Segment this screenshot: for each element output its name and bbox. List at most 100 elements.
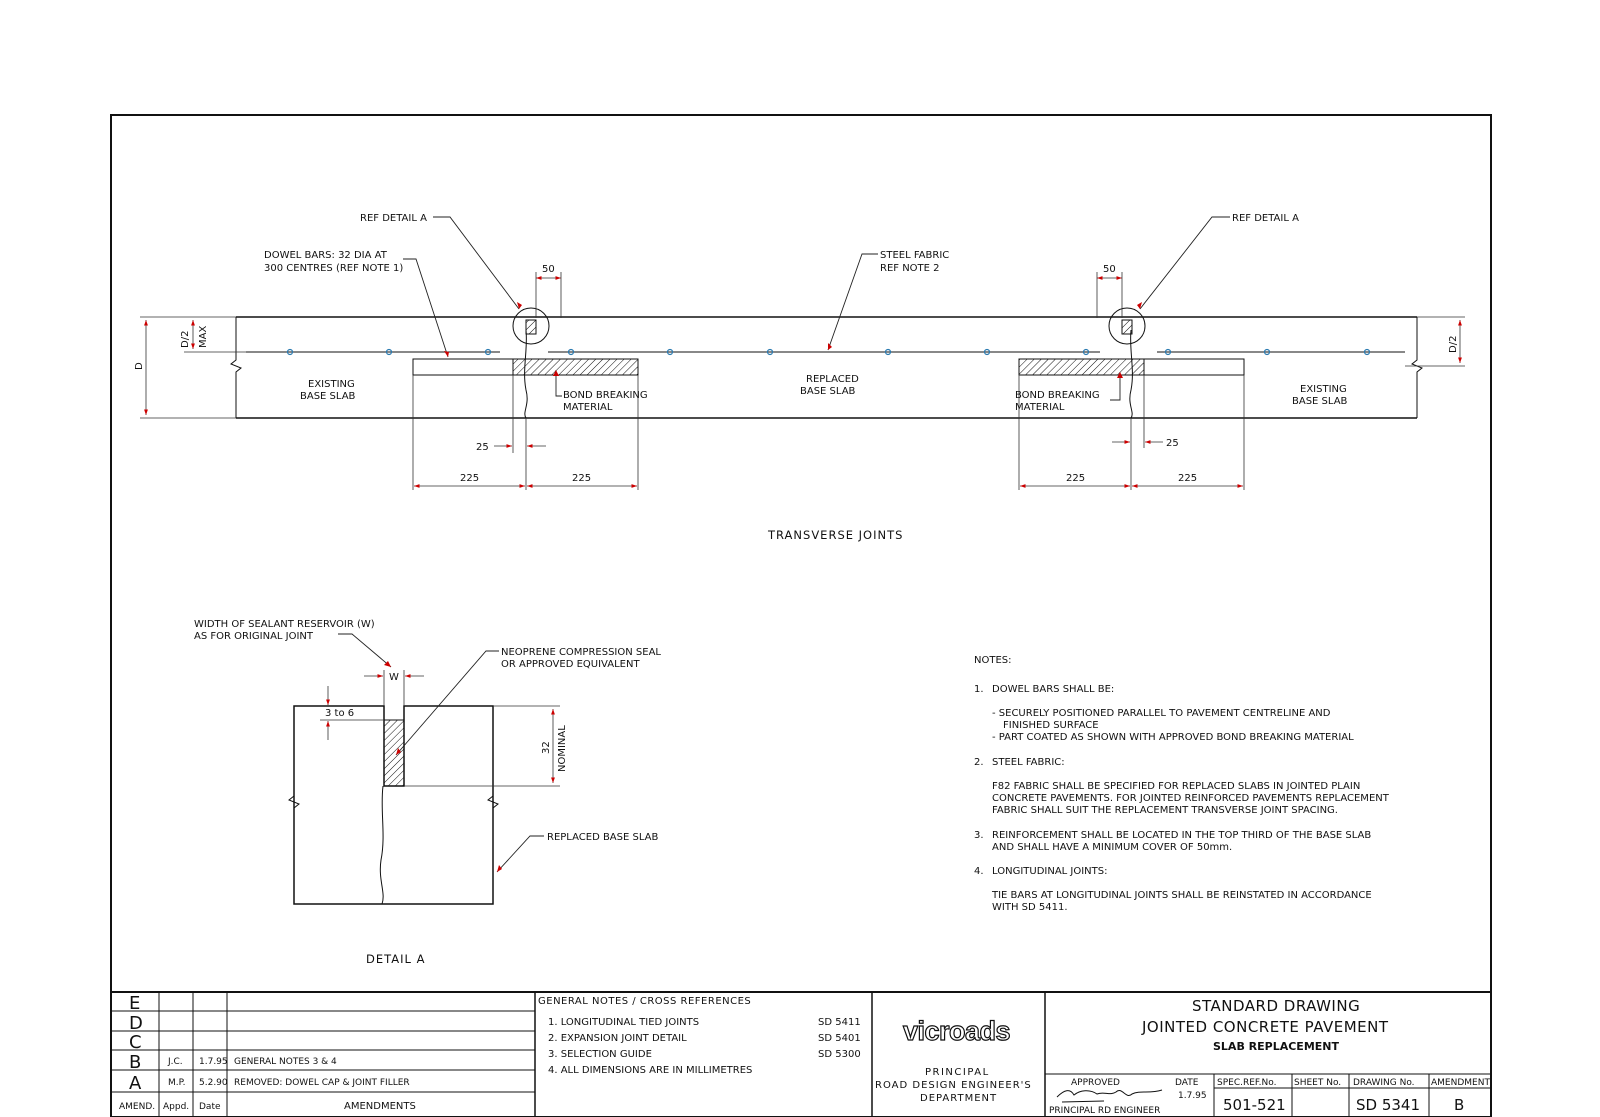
drawing-title: JOINTED CONCRETE PAVEMENT [1141, 1018, 1389, 1036]
width-sealant-label-1: WIDTH OF SEALANT RESERVOIR (W) [194, 619, 375, 630]
amendment-letter-a: A [129, 1073, 142, 1094]
dowel-bars-label-line-1: DOWEL BARS: 32 DIA AT [264, 250, 388, 261]
dim-d-half-right-label: D/2 [1448, 336, 1459, 353]
approval-signature [1056, 1089, 1163, 1103]
dim-25-left: 25 [476, 442, 489, 453]
drawing-no-label: DRAWING No. [1353, 1078, 1415, 1088]
dim-32-label: 32 [541, 741, 552, 754]
existing-base-slab-right-2: BASE SLAB [1292, 396, 1348, 407]
bond-breaking-right-1: BOND BREAKING [1015, 390, 1100, 401]
amendment-row-a-desc: REMOVED: DOWEL CAP & JOINT FILLER [234, 1078, 410, 1088]
amendments-table: E D C B A J.C. 1.7.95 GENERAL NOTES 3 & … [111, 992, 536, 1117]
replaced-base-slab-detail: REPLACED BASE SLAB [547, 832, 658, 843]
neoprene-label-1: NEOPRENE COMPRESSION SEAL [501, 647, 661, 658]
bond-breaking-left-1: BOND BREAKING [563, 390, 648, 401]
joint-seal-right [1121, 319, 1133, 335]
amendment-letter-b: B [129, 1052, 141, 1073]
neoprene-seal [383, 719, 405, 787]
amendment-row-b-desc: GENERAL NOTES 3 & 4 [234, 1057, 337, 1067]
steel-fabric-label-line-2: REF NOTE 2 [880, 263, 940, 274]
dim-w-label: W [389, 672, 399, 683]
note-2-line-3: FABRIC SHALL SUIT THE REPLACEMENT TRANSV… [992, 805, 1338, 816]
fabric-dot [766, 348, 774, 356]
drawing-no-value: SD 5341 [1356, 1096, 1420, 1114]
neoprene-label-2: OR APPROVED EQUIVALENT [501, 659, 640, 670]
dim-d-half-label: D/2 [180, 331, 191, 348]
amendment-row-a-date: 5.2.90 [199, 1078, 228, 1088]
fabric-dot [1263, 348, 1271, 356]
general-note-4: 4. ALL DIMENSIONS ARE IN MILLIMETRES [548, 1065, 752, 1076]
general-notes-heading: GENERAL NOTES / CROSS REFERENCES [538, 996, 751, 1007]
fabric-dot [1164, 348, 1172, 356]
left-break-line [230, 317, 242, 418]
replaced-base-slab-2: BASE SLAB [800, 386, 856, 397]
vicroads-logo-block: vicroads PRINCIPAL ROAD DESIGN ENGINEER'… [875, 1015, 1032, 1104]
width-sealant-label-2: AS FOR ORIGINAL JOINT [194, 631, 314, 642]
note-2-line-2: CONCRETE PAVEMENTS. FOR JOINTED REINFORC… [992, 793, 1390, 804]
fabric-dot [385, 348, 393, 356]
dept-line-3: DEPARTMENT [920, 1093, 997, 1104]
joint-crack-left [524, 329, 528, 419]
note-4-number: 4. [974, 866, 984, 877]
detail-a-circle-left [512, 307, 550, 345]
ref-detail-a-right-label: REF DETAIL A [1232, 213, 1299, 224]
general-note-2-ref: SD 5401 [818, 1033, 861, 1044]
amendment-row-b-date: 1.7.95 [199, 1057, 228, 1067]
note-1-bullet-1b: FINISHED SURFACE [1003, 720, 1099, 731]
note-4-line-1: TIE BARS AT LONGITUDINAL JOINTS SHALL BE… [991, 890, 1372, 901]
general-note-1-ref: SD 5411 [818, 1017, 861, 1028]
amendment-label: AMENDMENT [1431, 1078, 1490, 1088]
amendment-row-a-appd: M.P. [168, 1078, 186, 1088]
date-label: DATE [1175, 1078, 1199, 1088]
dim-225: 225 [572, 473, 591, 484]
bond-breaking-left [512, 358, 639, 376]
detail-a-circle-right [1108, 307, 1146, 345]
sheet-border [110, 114, 1492, 1117]
dim-25-right: 25 [1166, 438, 1179, 449]
detail-a-title: DETAIL A [366, 952, 425, 966]
general-note-2: 2. EXPANSION JOINT DETAIL [548, 1033, 687, 1044]
note-3-line-2: AND SHALL HAVE A MINIMUM COVER OF 50mm. [992, 842, 1232, 853]
general-note-3-ref: SD 5300 [818, 1049, 861, 1060]
dept-line-1: PRINCIPAL [925, 1067, 990, 1078]
standard-drawing-label: STANDARD DRAWING [1192, 997, 1360, 1015]
principal-rd-engineer: PRINCIPAL RD ENGINEER [1049, 1106, 1160, 1116]
amendment-value: B [1454, 1096, 1464, 1114]
fabric-dot [1363, 348, 1371, 356]
dim-3to6-label: 3 to 6 [325, 708, 354, 719]
fabric-dot [567, 348, 575, 356]
notes-block: NOTES: 1. DOWEL BARS SHALL BE: - SECUREL… [974, 655, 1390, 913]
transverse-joints-title: TRANSVERSE JOINTS [767, 528, 903, 542]
dim-50-left: 50 [542, 264, 555, 275]
fabric-dot [666, 348, 674, 356]
detail-a-section: W 3 to 6 32 NOMINAL WIDTH OF SEALANT RES… [194, 619, 661, 966]
spec-ref-label: SPEC.REF.No. [1217, 1078, 1276, 1088]
col-amend-header: AMEND. [119, 1102, 155, 1112]
dept-line-2: ROAD DESIGN ENGINEER'S [875, 1080, 1032, 1091]
replaced-base-slab-1: REPLACED [806, 374, 859, 385]
fabric-dot [286, 348, 294, 356]
drawing-subtitle: SLAB REPLACEMENT [1213, 1040, 1339, 1053]
approved-label: APPROVED [1071, 1078, 1120, 1088]
note-2-line-1: F82 FABRIC SHALL BE SPECIFIED FOR REPLAC… [992, 781, 1360, 792]
steel-fabric-label-line-1: STEEL FABRIC [880, 250, 949, 261]
existing-base-slab-right-1: EXISTING [1300, 384, 1347, 395]
fabric-dot [983, 348, 991, 356]
amendment-row-b-appd: J.C. [167, 1057, 183, 1067]
title-block: E D C B A J.C. 1.7.95 GENERAL NOTES 3 & … [111, 991, 1491, 1117]
joint-crack-right [1129, 329, 1133, 419]
note-1-number: 1. [974, 684, 984, 695]
dim-225: 225 [1066, 473, 1085, 484]
drawing-title-block: STANDARD DRAWING JOINTED CONCRETE PAVEME… [1141, 997, 1389, 1053]
dim-225: 225 [460, 473, 479, 484]
fabric-dot [484, 348, 492, 356]
amendment-letter-d: D [129, 1013, 143, 1034]
amendment-letter-c: C [129, 1032, 142, 1053]
col-amendments-header: AMENDMENTS [344, 1101, 416, 1112]
col-date-header: Date [199, 1102, 221, 1112]
note-3-number: 3. [974, 830, 984, 841]
detail-crack [379, 785, 384, 905]
note-2-title: STEEL FABRIC: [992, 757, 1065, 768]
dim-max-label: MAX [198, 326, 209, 348]
